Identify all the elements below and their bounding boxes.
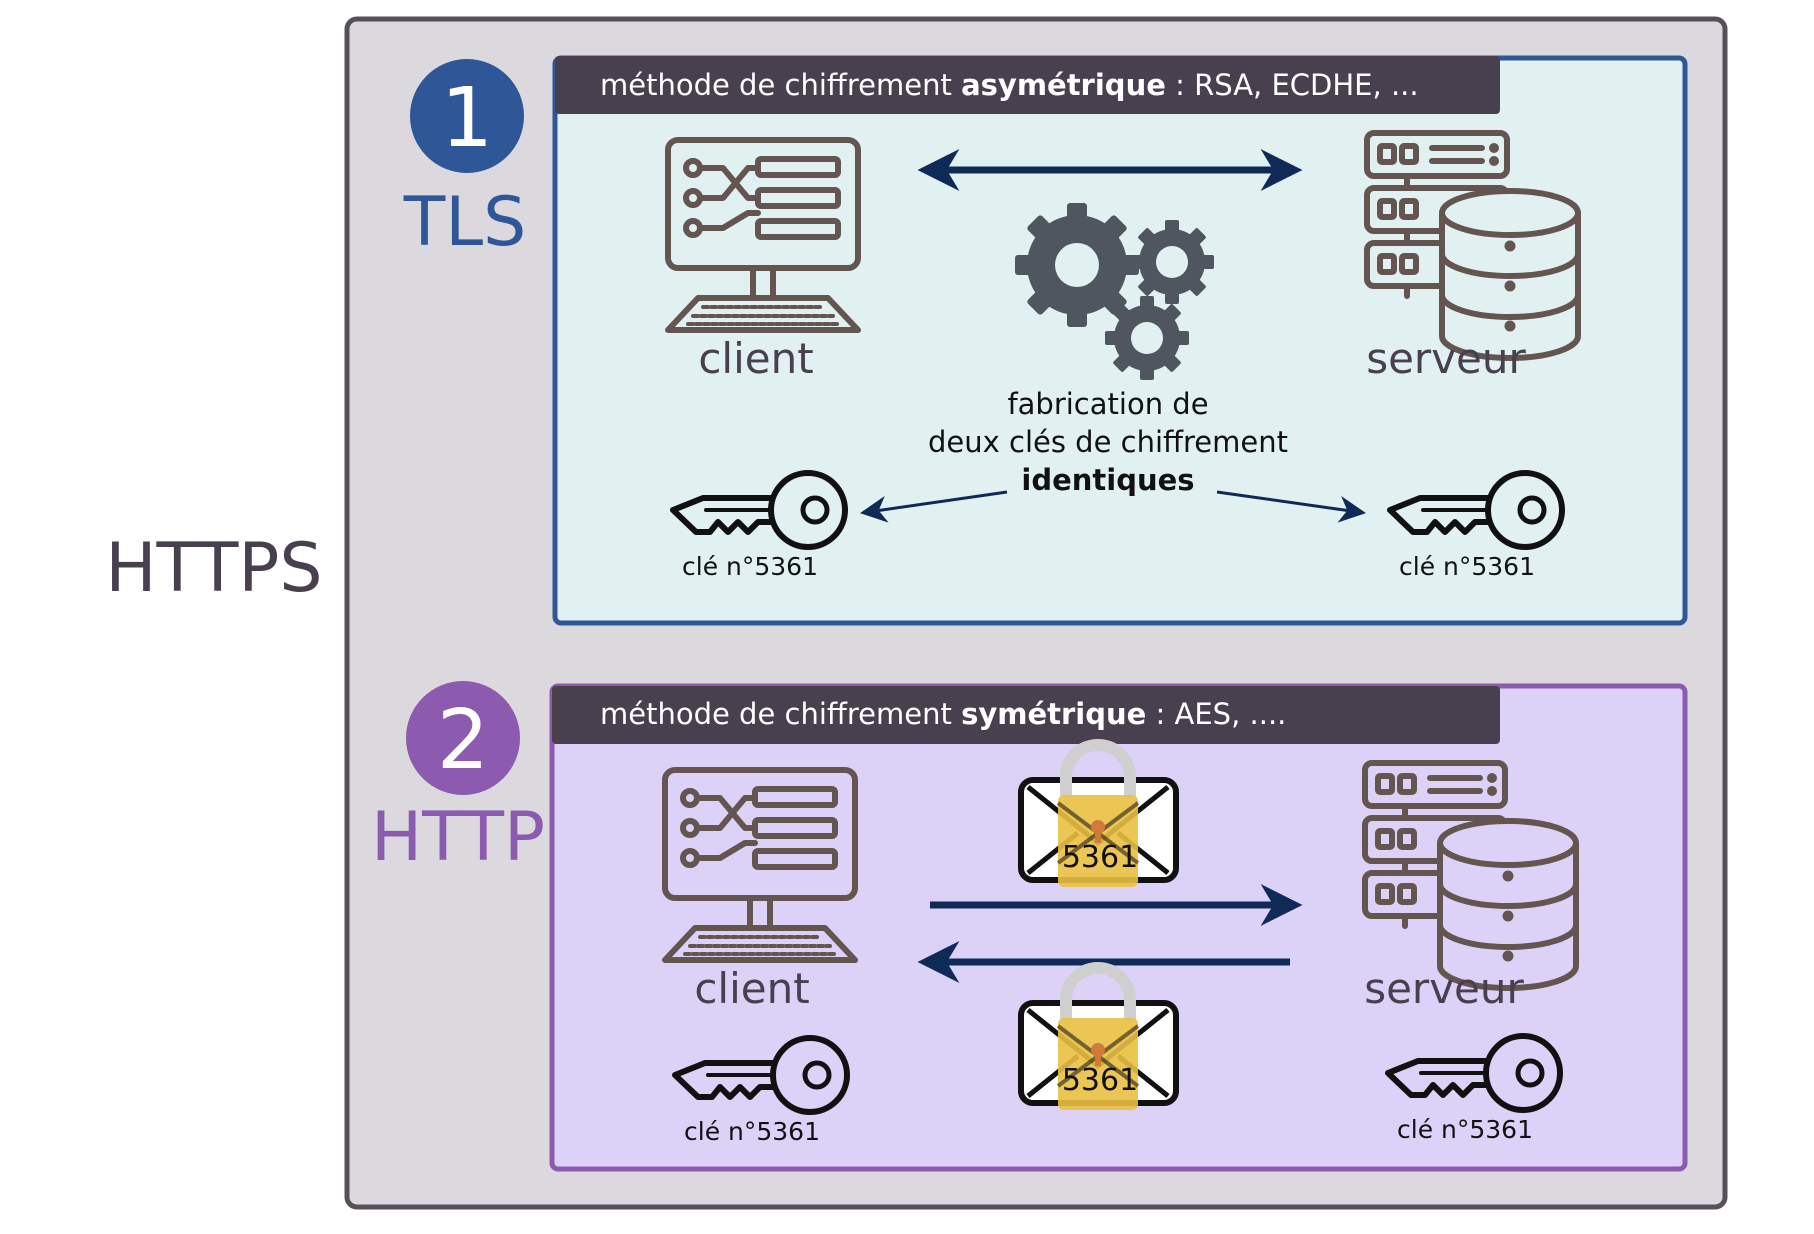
envelope-top-number: 5361 xyxy=(1062,840,1138,875)
tls-server-key-label: clé n°5361 xyxy=(1399,552,1535,581)
step-2-badge xyxy=(406,681,520,795)
step-1-badge xyxy=(410,59,524,173)
tls-server-label: serveur xyxy=(1366,334,1526,383)
tls-protocol-label: TLS xyxy=(403,183,527,262)
http-header-bar xyxy=(552,686,1500,744)
gears-caption-line-2: deux clés de chiffrement xyxy=(928,425,1288,459)
gears-caption-line-1: fabrication de xyxy=(1007,387,1208,421)
http-panel: méthode de chiffrement symétrique : AES,… xyxy=(371,681,1688,1172)
http-server-label: serveur xyxy=(1364,964,1524,1013)
key-arrow-right xyxy=(1216,490,1367,523)
http-protocol-label: HTTP xyxy=(371,798,545,877)
tls-client-label: client xyxy=(698,334,813,383)
key-arrow-left xyxy=(859,490,1008,523)
tls-header-text: méthode de chiffrement asymétrique : RSA… xyxy=(600,68,1419,102)
http-client-label: client xyxy=(694,964,809,1013)
https-label: HTTPS xyxy=(105,529,322,608)
http-server-key-label: clé n°5361 xyxy=(1397,1115,1533,1144)
tls-header-bar xyxy=(555,56,1500,114)
http-header-text: méthode de chiffrement symétrique : AES,… xyxy=(600,697,1286,731)
gears-caption-bold: identiques xyxy=(1021,463,1194,497)
tls-client-key-label: clé n°5361 xyxy=(682,552,818,581)
tls-panel: méthode de chiffrement asymétrique : RSA… xyxy=(403,55,1688,626)
http-client-key-label: clé n°5361 xyxy=(684,1117,820,1146)
step-2-number: 2 xyxy=(437,693,489,788)
envelope-bottom-number: 5361 xyxy=(1062,1063,1138,1098)
step-1-number: 1 xyxy=(441,71,493,166)
